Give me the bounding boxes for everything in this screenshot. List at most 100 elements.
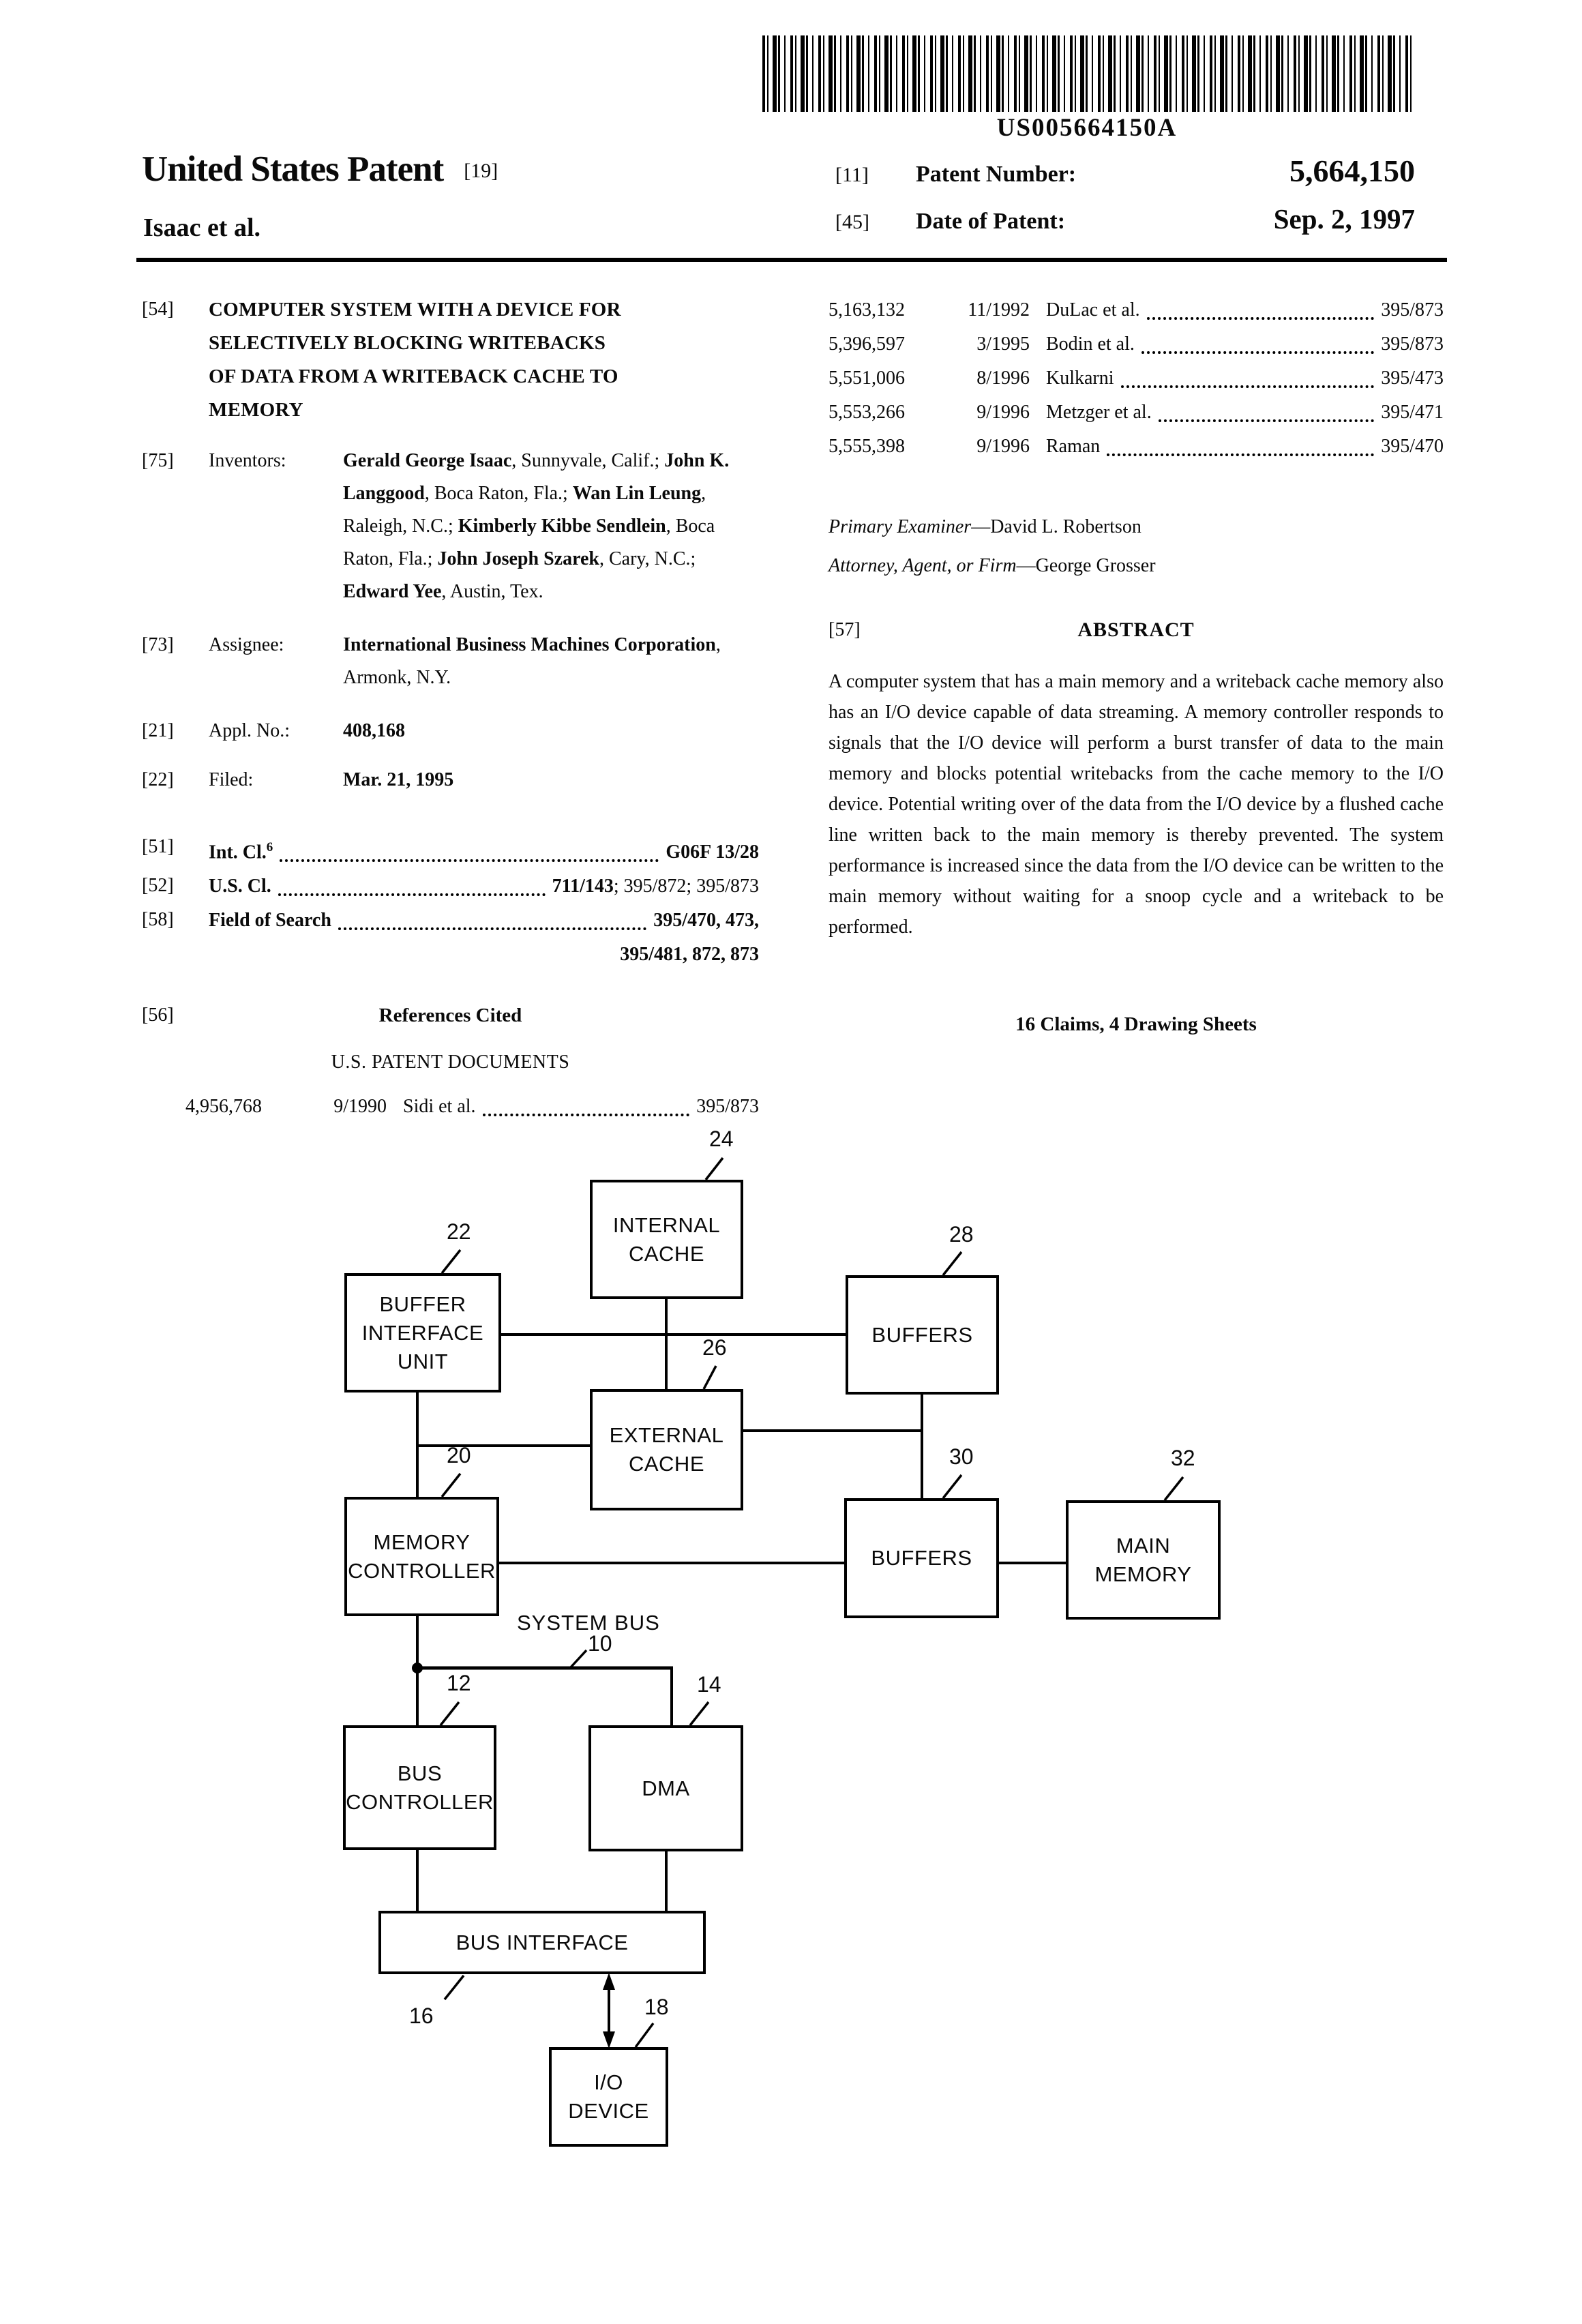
inventor-location: , Raleigh, N.C.;: [343, 483, 706, 537]
ref-26: 26: [702, 1335, 727, 1360]
dot-leader: [482, 1114, 690, 1117]
assignee-text: International Business Machines Corporat…: [343, 629, 759, 694]
filed-label: Filed:: [209, 769, 254, 790]
leader-14: [689, 1701, 710, 1727]
ref-24: 24: [709, 1127, 734, 1151]
inventor-name: Wan Lin Leung: [572, 483, 702, 504]
patent-date-value: Sep. 2, 1997: [1273, 203, 1415, 235]
int-cl-sup: 6: [266, 840, 273, 854]
ref-number: 5,555,398: [829, 436, 905, 457]
inventors-text: Gerald George Isaac, Sunnyvale, Calif.; …: [343, 445, 759, 608]
us-patent-documents-heading: U.S. PATENT DOCUMENTS: [331, 1052, 570, 1073]
ref-class: 395/873: [1381, 299, 1444, 321]
internal-cache-box: INTERNAL CACHE: [590, 1180, 743, 1299]
reference-row: 5,555,398 9/1996 Raman 395/470: [829, 430, 1444, 464]
dot-leader: [1107, 453, 1375, 456]
assignee-label: Assignee:: [209, 634, 284, 655]
ref-name: Raman: [1046, 436, 1101, 457]
barcode-number: US005664150A: [996, 114, 1178, 142]
appl-no-label: Appl. No.:: [209, 720, 290, 741]
primary-examiner-label: Primary Examiner: [829, 516, 972, 537]
leader-32: [1163, 1476, 1184, 1502]
main-memory-label: MAIN MEMORY: [1094, 1533, 1192, 1586]
section-inventors-75: [75] Inventors: Gerald George Isaac, Sun…: [142, 445, 759, 608]
tag-52: [52]: [142, 875, 174, 897]
document-title-text: United States Patent: [142, 149, 444, 189]
dot-leader: [338, 927, 647, 931]
dot-leader: [280, 859, 659, 863]
us-cl-value: 711/143; 395/872; 395/873: [552, 869, 759, 904]
field-of-search-value1: 395/470, 473,: [653, 910, 759, 932]
attorney-label: Attorney, Agent, or Firm: [829, 555, 1017, 576]
ref-class: 395/473: [1381, 368, 1444, 389]
us-cl-label: U.S. Cl.: [209, 876, 271, 897]
right-column: 5,163,132 11/1992 DuLac et al. 395/873 5…: [829, 293, 1444, 1041]
claims-line: 16 Claims, 4 Drawing Sheets: [1015, 1013, 1257, 1035]
io-device-box: I/O DEVICE: [549, 2047, 668, 2147]
inventor-location: , Boca Raton, Fla.;: [343, 516, 715, 569]
tag-73: [73]: [142, 634, 174, 655]
inventor-location: , Sunnyvale, Calif.;: [511, 450, 665, 471]
patent-number-label: Patent Number:: [916, 162, 1077, 187]
reference-row: 5,163,132 11/1992 DuLac et al. 395/873: [829, 293, 1444, 327]
references-heading: References Cited: [378, 1004, 522, 1027]
abstract-heading: ABSTRACT: [1077, 619, 1195, 641]
ref-date: 3/1995: [976, 333, 1030, 355]
tag-54: [54]: [142, 299, 174, 320]
field-of-search-value2: 395/481, 872, 873: [620, 944, 759, 966]
ref-number: 5,163,132: [829, 299, 905, 321]
patent-date-label: Date of Patent:: [916, 209, 1066, 234]
inventor-name: John K. Langgood: [343, 450, 730, 504]
leader-26: [702, 1365, 717, 1390]
header-right-block: [11] Patent Number: 5,664,150 [45] Date …: [835, 153, 1415, 249]
primary-examiner-line: Primary Examiner—David L. Robertson: [829, 507, 1444, 546]
leader-12: [439, 1701, 460, 1727]
external-cache-box: EXTERNAL CACHE: [590, 1389, 743, 1510]
inventors-label: Inventors:: [209, 450, 286, 471]
reference-row: 5,553,266 9/1996 Metzger et al. 395/471: [829, 396, 1444, 430]
ref-name: Kulkarni: [1046, 368, 1114, 389]
ref-10: 10: [588, 1631, 612, 1656]
int-cl-label: Int. Cl.6: [209, 831, 273, 869]
dma-box: DMA: [588, 1725, 743, 1851]
leader-28: [942, 1251, 963, 1277]
inventor-location: , Boca Raton, Fla.;: [424, 483, 573, 504]
ref-28: 28: [949, 1222, 974, 1247]
int-cl-row: Int. Cl.6 G06F 13/28: [209, 831, 759, 869]
assignee-name: International Business Machines Corporat…: [343, 634, 716, 655]
section-us-cl-52: [52] U.S. Cl. 711/143; 395/872; 395/873: [142, 869, 759, 904]
patent-number-tag: [11]: [835, 164, 869, 186]
us-patent-documents-heading-row: U.S. PATENT DOCUMENTS: [142, 1046, 759, 1079]
ref-22: 22: [447, 1219, 471, 1244]
memory-controller-label: MEMORY CONTROLLER: [348, 1530, 496, 1583]
tag-21: [21]: [142, 720, 174, 741]
buffer-interface-unit-box: BUFFER INTERFACE UNIT: [344, 1273, 501, 1392]
tag-75: [75]: [142, 450, 174, 471]
filed-value: Mar. 21, 1995: [343, 769, 454, 790]
leader-30: [942, 1474, 963, 1500]
ref-32: 32: [1171, 1446, 1195, 1470]
leader-lines: [439, 1157, 1184, 2049]
ref-date: 9/1990: [333, 1096, 387, 1118]
tag-22: [22]: [142, 769, 174, 790]
inventor-name: Gerald George Isaac: [343, 450, 512, 471]
connector-lines: [416, 1299, 1066, 2043]
ref-date: 9/1996: [976, 402, 1030, 423]
leader-20: [441, 1472, 462, 1498]
buffers-top-label: BUFFERS: [871, 1322, 973, 1347]
us-cl-value-rest: ; 395/872; 395/873: [613, 876, 759, 897]
patent-date-tag: [45]: [835, 211, 869, 233]
ref-number: 5,553,266: [829, 402, 905, 423]
section-appl-no-21: [21] Appl. No.: 408,168: [142, 715, 759, 747]
ref-number: 4,956,768: [185, 1096, 262, 1118]
kind-code-tag: [19]: [464, 160, 498, 182]
ref-class: 395/873: [1381, 333, 1444, 355]
assignee-location: , Armonk, N.Y.: [343, 634, 721, 688]
ref-date: 9/1996: [976, 436, 1030, 457]
invention-title: COMPUTER SYSTEM WITH A DEVICE FOR SELECT…: [209, 299, 621, 421]
reference-row: 5,551,006 8/1996 Kulkarni 395/473: [829, 361, 1444, 396]
ref-18: 18: [644, 1995, 669, 2019]
abstract-text: A computer system that has a main memory…: [829, 671, 1444, 938]
dot-leader: [1158, 419, 1375, 422]
